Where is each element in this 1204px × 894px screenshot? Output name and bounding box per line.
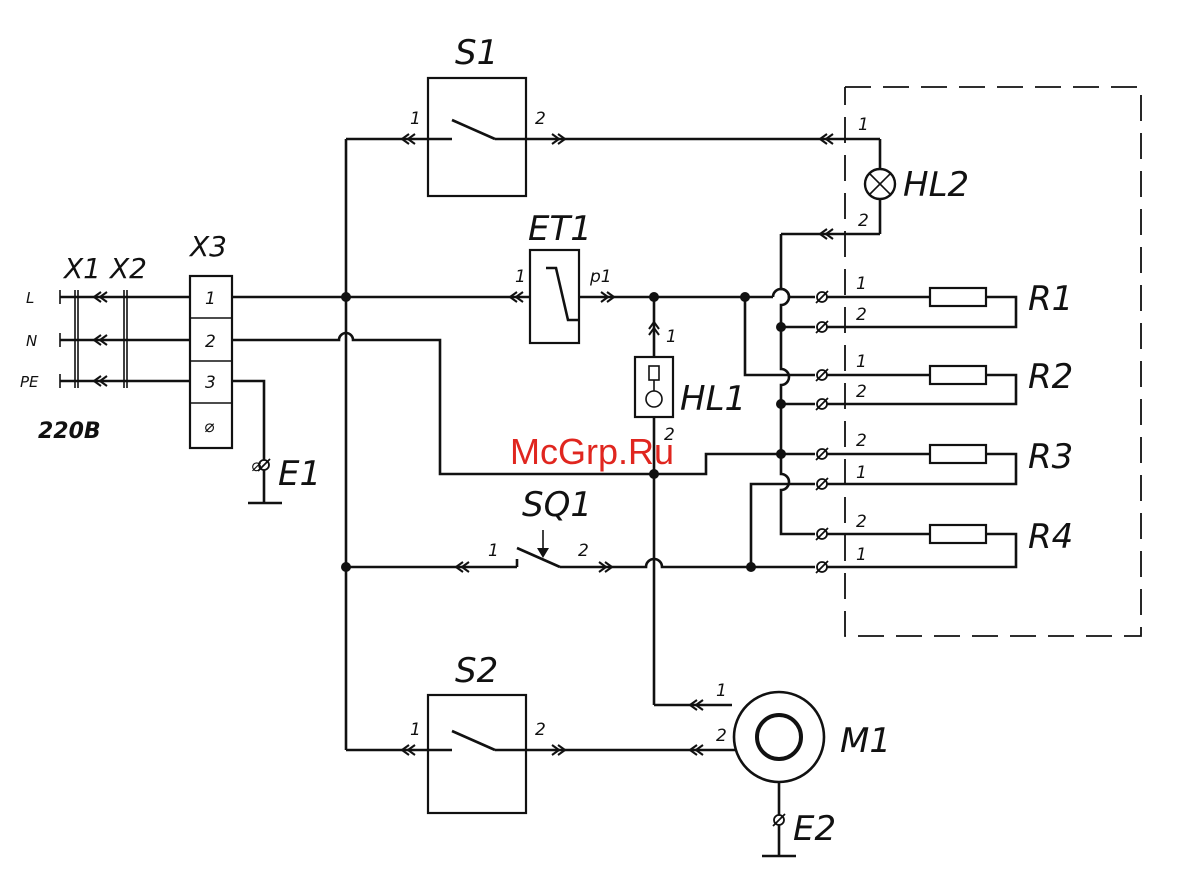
pin-r2-a: 1 xyxy=(856,352,867,372)
pin-sq1-in: 1 xyxy=(488,541,499,561)
motor-m1 xyxy=(734,692,824,782)
label-sq1: SQ1 xyxy=(522,485,592,525)
label-voltage: 220В xyxy=(38,419,101,444)
pin-m1-b: 2 xyxy=(716,726,727,746)
pin-s2-out: 2 xyxy=(535,720,546,740)
heaters xyxy=(816,288,1016,573)
pin-r3-b: 1 xyxy=(856,463,867,483)
pin-s1-in: 1 xyxy=(410,109,421,129)
label-hl2: HL2 xyxy=(903,165,969,205)
limit-switch-sq1 xyxy=(517,530,560,567)
label-x3: X3 xyxy=(188,230,227,263)
label-s2: S2 xyxy=(455,651,498,691)
e1-symbol: ⌀ xyxy=(251,456,262,476)
input-lines xyxy=(60,290,190,388)
heater-enclosure xyxy=(845,87,1141,636)
lamp-hl2 xyxy=(865,169,895,199)
label-r2: R2 xyxy=(1028,357,1073,397)
pin-r4-b: 1 xyxy=(856,545,867,565)
x3-terminal-ground: ⌀ xyxy=(204,417,215,437)
label-r4: R4 xyxy=(1028,517,1073,557)
pin-s1-out: 2 xyxy=(535,109,546,129)
label-hl1: HL1 xyxy=(680,379,746,419)
pin-hl2-top: 1 xyxy=(858,115,869,135)
pin-r2-b: 2 xyxy=(856,382,867,402)
line-pe: PE xyxy=(20,373,39,391)
pin-et1-out: p1 xyxy=(589,267,612,287)
pin-s2-in: 1 xyxy=(410,720,421,740)
pin-r1-a: 1 xyxy=(856,274,867,294)
label-r3: R3 xyxy=(1028,437,1073,477)
label-e1: E1 xyxy=(278,454,321,494)
pin-sq1-out: 2 xyxy=(578,541,589,561)
pin-r4-a: 2 xyxy=(856,512,867,532)
line-n: N xyxy=(26,332,37,350)
pin-r3-a: 2 xyxy=(856,431,867,451)
pin-hl1-top: 1 xyxy=(666,327,677,347)
label-r1: R1 xyxy=(1028,279,1073,319)
label-s1: S1 xyxy=(455,33,498,73)
x3-terminal-2: 2 xyxy=(205,332,216,352)
pin-r1-b: 2 xyxy=(856,305,867,325)
label-m1: M1 xyxy=(840,721,891,761)
pin-m1-a: 1 xyxy=(716,681,727,701)
indicator-hl1 xyxy=(635,357,673,417)
switch-s2 xyxy=(428,695,526,813)
thermostat-et1 xyxy=(530,250,579,343)
label-x2: X2 xyxy=(108,252,147,285)
label-x1: X1 xyxy=(62,252,101,285)
watermark: McGrp.Ru xyxy=(510,431,674,472)
label-et1: ET1 xyxy=(528,209,592,249)
label-e2: E2 xyxy=(793,809,836,849)
x3-terminal-1: 1 xyxy=(205,289,216,309)
ground-e1 xyxy=(232,381,282,503)
pin-hl2-bot: 2 xyxy=(858,211,869,231)
x3-terminal-3: 3 xyxy=(205,373,216,393)
pin-et1-in: 1 xyxy=(515,267,526,287)
switch-s1 xyxy=(428,78,526,196)
line-l: L xyxy=(26,289,34,307)
